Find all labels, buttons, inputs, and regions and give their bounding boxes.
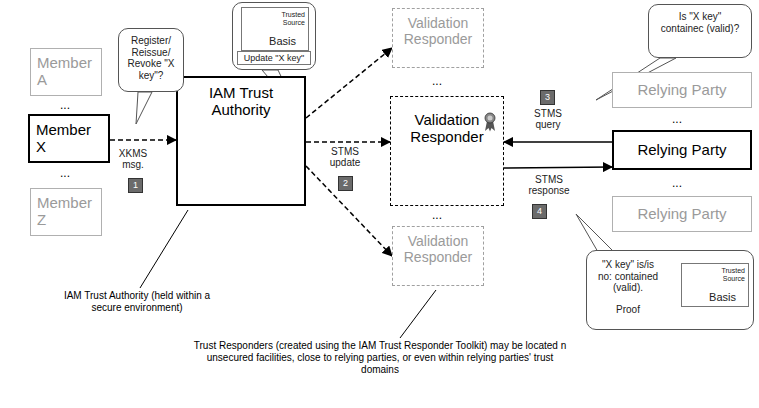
ellipsis: ... [432, 208, 442, 222]
certificate: Trusted SourceBasis [241, 7, 309, 51]
responder-box: Validation Responder [390, 96, 504, 206]
node-title: Validation Responder [399, 233, 477, 265]
responder-box: Validation Responder [392, 226, 484, 286]
callout-bubble: Is "X key" containec (valid)? [648, 4, 752, 58]
leader-line [140, 210, 188, 288]
callout-number: 3 [540, 90, 555, 105]
node-title: Trusted Source [700, 267, 745, 283]
edge-label: STMS update [314, 146, 376, 168]
callout-tail [576, 214, 614, 252]
node-title: Relying Party [619, 81, 745, 98]
node-title: IAM Trust Authority [186, 84, 296, 119]
note-text: Trust Responders (created using the IAM … [190, 340, 570, 376]
node-title: Validation Responder [399, 111, 495, 146]
callout-tail [136, 92, 152, 124]
connector-arrow [306, 166, 392, 256]
callout-number: 1 [128, 178, 143, 193]
ellipsis: ... [672, 176, 682, 190]
node-title: Validation Responder [399, 15, 477, 47]
relying-party-box: Relying Party [612, 196, 752, 232]
responder-box: Validation Responder [392, 8, 484, 68]
node-text: Basis [700, 291, 745, 304]
seal-icon [485, 113, 495, 132]
relying-party-box: Relying Party [612, 72, 752, 108]
ellipsis: ... [60, 98, 70, 112]
node-title: "X key" is/is no: contained (valid). [595, 259, 661, 294]
callout-number: 2 [338, 176, 353, 191]
node-text: Proof [595, 304, 661, 316]
ellipsis: ... [672, 112, 682, 126]
callout-bubble: Update "X key"Trusted SourceBasis [232, 2, 316, 70]
node-title: Member Z [37, 194, 95, 229]
node-title: Relying Party [619, 205, 745, 222]
note-text: IAM Trust Authority (held within a secur… [52, 290, 222, 314]
authority-box: IAM Trust Authority [176, 76, 306, 206]
callout-bubble: Register/ Reissue/ Revoke "X key"? [118, 28, 184, 92]
member-box: Member Z [30, 188, 102, 236]
member-box: Member A [30, 48, 102, 96]
node-text: Basis [260, 35, 305, 48]
callout-number: 4 [532, 204, 547, 219]
ellipsis: ... [432, 74, 442, 88]
node-title: Member A [37, 54, 95, 89]
edge-label: STMS query [522, 108, 574, 130]
member-box: Member X [28, 114, 110, 163]
edge-label: XKMS msg. [110, 148, 156, 170]
node-title: Trusted Source [260, 11, 305, 27]
node-title: Is "X key" containec (valid)? [657, 11, 743, 34]
connector-arrow [504, 167, 612, 168]
leader-line [400, 290, 436, 338]
connector-arrow [504, 141, 612, 143]
connector-arrow [110, 139, 176, 141]
node-title: Member X [36, 121, 94, 156]
relying-party-box: Relying Party [612, 130, 752, 170]
edge-label: STMS response [516, 174, 582, 196]
callout-bubble: "X key" is/is no: contained (valid). Proo… [586, 250, 754, 330]
connector-arrow [306, 48, 392, 118]
certificate: Trusted SourceBasis [681, 263, 749, 307]
node-title: Relying Party [620, 141, 744, 158]
connector-arrow [306, 141, 390, 143]
node-title: Update "X key" [237, 51, 311, 65]
node-title: Register/ Reissue/ Revoke "X key"? [125, 35, 177, 81]
ellipsis: ... [60, 166, 70, 180]
